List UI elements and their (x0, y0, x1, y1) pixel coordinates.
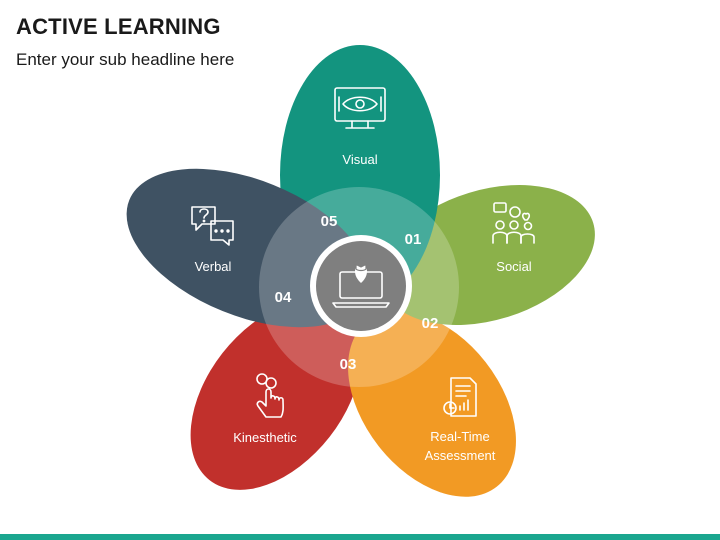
label-verbal: Verbal (195, 259, 232, 274)
petal-kinesthetic (190, 300, 362, 490)
petal-assessment (348, 311, 516, 497)
bottom-accent-bar (0, 534, 720, 540)
label-visual: Visual (342, 152, 377, 167)
center-disc (316, 241, 406, 331)
number-03: 03 (340, 356, 357, 373)
eye-monitor-icon (334, 87, 386, 129)
label-kinesthetic: Kinesthetic (233, 430, 297, 445)
hand-touch-icon (256, 373, 284, 418)
number-04: 04 (275, 289, 292, 306)
label-social: Social (496, 259, 532, 274)
label-assessment: Assessment (425, 448, 496, 463)
page-title: ACTIVE LEARNING (16, 14, 221, 39)
label-realtime: Real-Time (430, 429, 489, 444)
petal-verbal (126, 168, 370, 328)
number-05: 05 (321, 213, 338, 230)
people-chat-icon (492, 202, 535, 244)
page-subtitle: Enter your sub headline here (16, 50, 235, 69)
number-01: 01 (405, 231, 422, 248)
laptop-graduation-icon (332, 258, 390, 308)
number-02: 02 (422, 315, 439, 332)
question-bubbles-icon (191, 206, 234, 246)
report-chart-icon (443, 377, 477, 417)
